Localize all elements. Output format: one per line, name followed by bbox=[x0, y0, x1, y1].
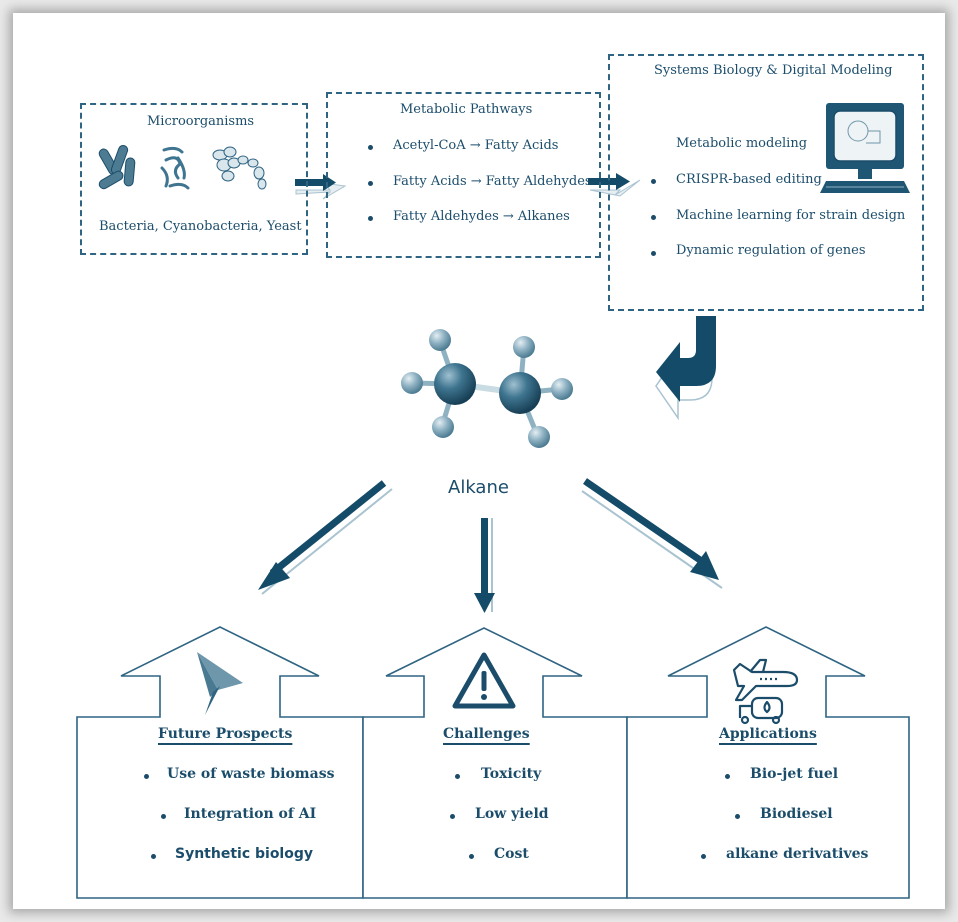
house-applications bbox=[626, 626, 910, 899]
pathway-item: Acetyl-CoA → Fatty Acids bbox=[393, 138, 559, 153]
house-shapes bbox=[76, 626, 910, 899]
bullet bbox=[651, 179, 656, 184]
systems-item: Dynamic regulation of genes bbox=[676, 243, 866, 258]
arrow-to-applications bbox=[581, 478, 723, 589]
metabolic-pathways-title: Metabolic Pathways bbox=[400, 102, 533, 117]
warning-icon bbox=[452, 652, 516, 709]
bullet bbox=[368, 145, 373, 150]
plane-truck-fuel-icon bbox=[732, 658, 799, 725]
arrow-pathways-to-systems bbox=[588, 173, 641, 197]
bullet bbox=[469, 854, 474, 859]
future-prospects-item: Integration of AI bbox=[184, 806, 317, 822]
bullet bbox=[735, 814, 740, 819]
bullet bbox=[725, 774, 730, 779]
challenges-title: Challenges bbox=[443, 726, 530, 742]
pathway-item: Fatty Aldehydes → Alkanes bbox=[393, 209, 570, 224]
systems-item: Machine learning for strain design bbox=[676, 208, 906, 223]
arrow-pointer-icon bbox=[197, 652, 243, 715]
applications-item: Biodiesel bbox=[760, 806, 833, 822]
challenges-item: Toxicity bbox=[481, 766, 542, 782]
bullet bbox=[151, 854, 156, 859]
bullet bbox=[368, 216, 373, 221]
bullet bbox=[651, 251, 656, 256]
challenges-item: Cost bbox=[494, 846, 529, 862]
microbes-icon bbox=[98, 144, 267, 190]
future-prospects-item: Use of waste biomass bbox=[167, 766, 335, 782]
microorganisms-title: Microorganisms bbox=[147, 114, 255, 129]
systems-item: CRISPR-based editing bbox=[676, 172, 822, 187]
systems-item: Metabolic modeling bbox=[676, 136, 808, 151]
challenges-item: Low yield bbox=[475, 806, 549, 822]
bullet bbox=[368, 181, 373, 186]
bullet bbox=[455, 774, 460, 779]
bullet bbox=[651, 215, 656, 220]
systems-biology-box bbox=[608, 54, 924, 311]
ethane-molecule-icon bbox=[401, 329, 573, 448]
future-prospects-item: Synthetic biology bbox=[175, 846, 313, 862]
applications-title: Applications bbox=[719, 726, 817, 742]
bullet bbox=[161, 814, 166, 819]
computer-icon bbox=[820, 103, 910, 193]
applications-item: alkane derivatives bbox=[726, 846, 869, 862]
bullet bbox=[450, 814, 455, 819]
curved-arrow bbox=[655, 316, 716, 421]
microorganisms-caption: Bacteria, Cyanobacteria, Yeast bbox=[99, 219, 302, 234]
arrow-to-challenges bbox=[474, 518, 495, 613]
future-prospects-title: Future Prospects bbox=[158, 726, 293, 742]
pathway-item: Fatty Acids → Fatty Aldehydes bbox=[393, 174, 592, 189]
metabolic-pathways-box bbox=[326, 92, 601, 258]
systems-biology-title: Systems Biology & Digital Modeling bbox=[654, 63, 893, 78]
bullet bbox=[701, 854, 706, 859]
applications-item: Bio-jet fuel bbox=[750, 766, 839, 782]
arrow-to-future-prospects bbox=[258, 480, 393, 595]
microorganisms-box bbox=[80, 103, 308, 255]
bullet bbox=[144, 774, 149, 779]
alkane-label: Alkane bbox=[448, 477, 509, 498]
